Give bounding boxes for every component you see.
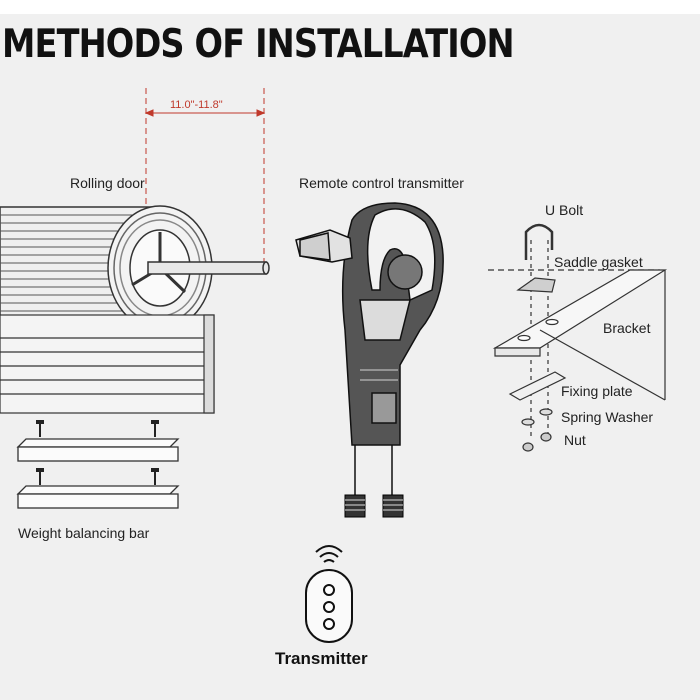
transmitter-remote	[305, 545, 353, 643]
label-transmitter: Transmitter	[275, 649, 368, 668]
weight-balancing-bar	[16, 420, 180, 509]
label-weight-balancing-bar: Weight balancing bar	[18, 525, 150, 541]
label-spring-washer: Spring Washer	[561, 409, 654, 425]
rolling-door	[0, 205, 270, 331]
label-saddle-gasket: Saddle gasket	[554, 254, 643, 270]
motor-unit	[295, 202, 444, 518]
top-margin	[0, 0, 700, 14]
label-u-bolt: U Bolt	[545, 202, 584, 218]
label-bracket: Bracket	[603, 320, 651, 336]
page-title: METHODS OF INSTALLATION	[2, 22, 515, 67]
bracket-assembly	[488, 223, 668, 452]
label-nut: Nut	[564, 432, 586, 448]
label-remote-control-transmitter: Remote control transmitter	[299, 175, 464, 191]
dimension-label: 11.0"-11.8"	[170, 99, 223, 111]
label-rolling-door: Rolling door	[70, 175, 145, 191]
label-fixing-plate: Fixing plate	[561, 383, 633, 399]
door-curtain	[0, 314, 215, 414]
